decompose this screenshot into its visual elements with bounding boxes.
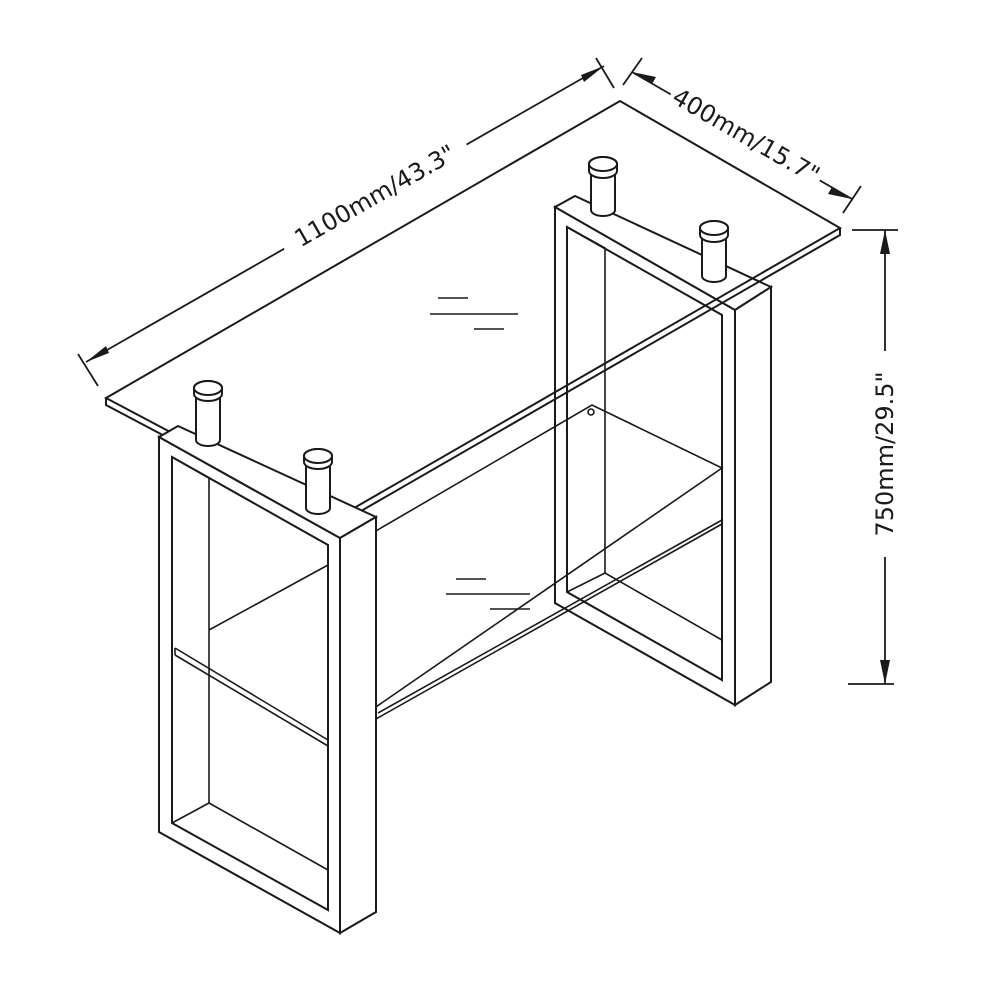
standoff-connector-back-left	[588, 156, 618, 217]
arrowhead	[880, 660, 890, 684]
height-dimension: 750mm/29.5"	[848, 229, 903, 685]
height-label: 750mm/29.5"	[871, 371, 899, 536]
extension-line	[77, 353, 99, 387]
arrowhead	[86, 346, 109, 362]
standoff-connector-back-right	[699, 220, 729, 283]
arrowhead	[828, 187, 852, 199]
right-leg-frame	[552, 194, 774, 707]
extension-line	[595, 57, 615, 89]
arrowhead	[581, 66, 604, 82]
extension-line	[842, 185, 862, 214]
standoff-connector-front-right	[303, 448, 333, 515]
arrowhead	[880, 230, 890, 254]
left-leg-frame	[156, 424, 379, 935]
standoff-connector-front-left	[193, 380, 223, 447]
arrowhead	[632, 72, 656, 84]
